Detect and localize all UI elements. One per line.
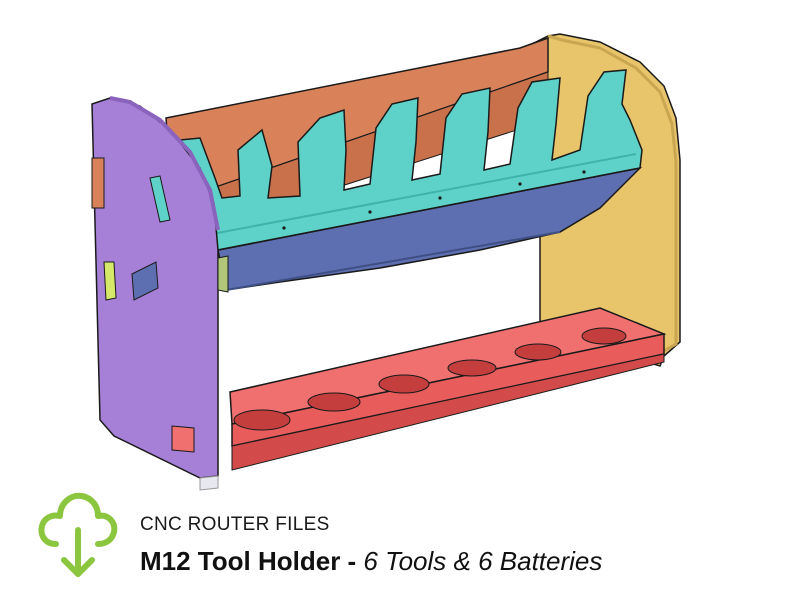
caption-title-italic: 6 Tools & 6 Batteries [363, 546, 603, 576]
caption-subtitle: CNC ROUTER FILES [140, 514, 330, 535]
left-side-panel [91, 96, 220, 491]
caption-title-bold: M12 Tool Holder - [140, 546, 364, 576]
cloud-download-icon [38, 492, 118, 577]
front-rail [217, 255, 229, 293]
tool-rack [179, 69, 643, 251]
caption-title: M12 Tool Holder - 6 Tools & 6 Batteries [140, 546, 602, 577]
tool-rack-underside [217, 166, 643, 291]
battery-shelf [229, 307, 667, 471]
